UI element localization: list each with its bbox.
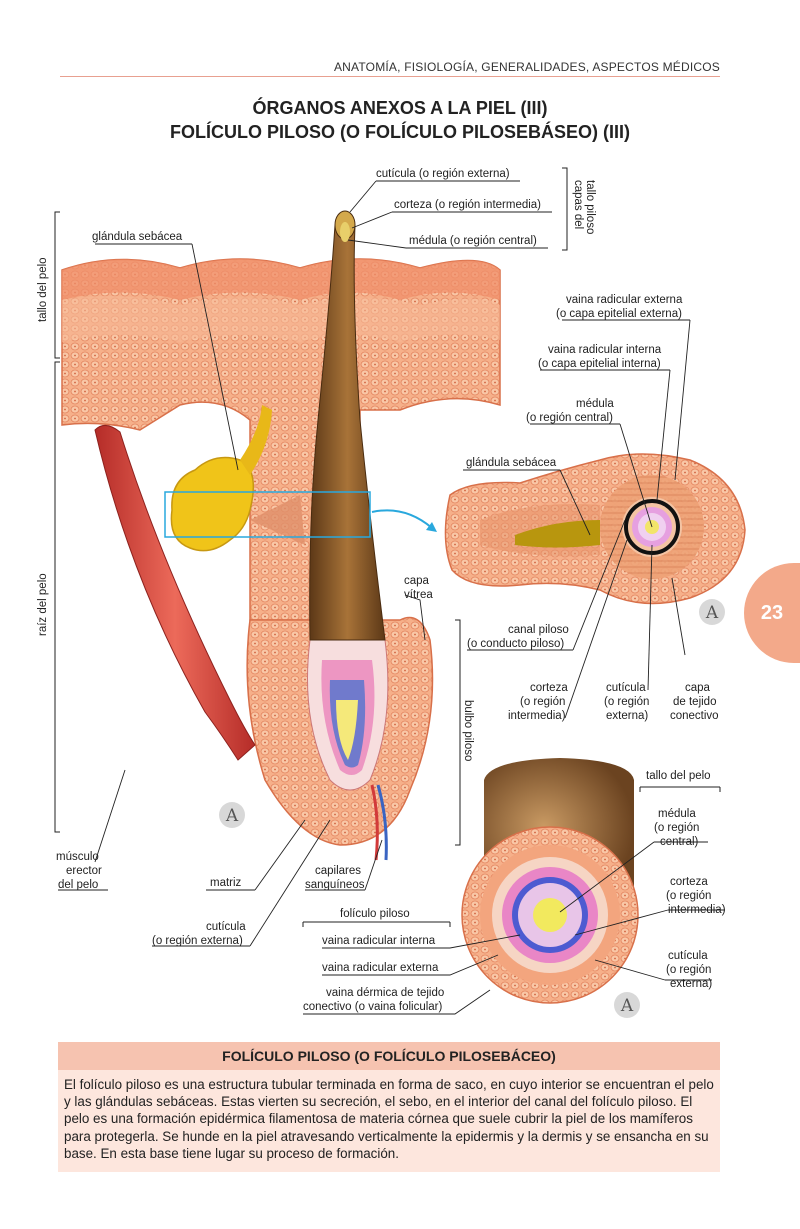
label-cuticula4-1: cutícula — [206, 921, 246, 933]
label-corteza2-3: intermedia) — [508, 710, 566, 722]
label-capa-tejido-1: capa — [685, 682, 711, 694]
label-cuticula2-2: (o región — [604, 696, 649, 708]
marker-a-1: A — [219, 802, 245, 828]
page-number: 23 — [760, 601, 784, 624]
zoom-highlight-box — [164, 491, 371, 538]
label-cuticula4-2: (o región externa) — [152, 935, 243, 947]
label-capa-vitrea-1: capa — [404, 575, 430, 587]
label-musculo-1: músculo — [56, 851, 99, 863]
label-medula-1: médula — [576, 398, 614, 410]
label-vaina-dermica-2: conectivo (o vaina folicular) — [303, 1001, 443, 1013]
label-medula3-3: central) — [660, 836, 699, 848]
label-glandula-sebacea: glándula sebácea — [92, 231, 183, 243]
hair-shaft-cross-section — [461, 758, 639, 1004]
label-capa-vitrea-2: vítrea — [404, 589, 433, 601]
info-box-title: FOLÍCULO PILOSO (O FOLÍCULO PILOSEBÁCEO) — [58, 1042, 720, 1070]
marker-a-1-text: A — [225, 806, 239, 826]
label-capa-tejido-2: de tejido — [673, 696, 716, 708]
label-vaina-interna-1: vaina radicular interna — [548, 344, 662, 356]
label-cuticula3-1: cutícula — [668, 950, 708, 962]
info-box: FOLÍCULO PILOSO (O FOLÍCULO PILOSEBÁCEO)… — [58, 1042, 720, 1172]
label-foliculo-piloso: folículo piloso — [340, 908, 410, 920]
info-box-text: El folículo piloso es una estructura tub… — [64, 1077, 714, 1161]
label-glandula-sebacea-2: glándula sebácea — [466, 457, 557, 469]
labels: cutícula (o región externa) corteza (o r… — [37, 168, 726, 1013]
label-capilares-1: capilares — [315, 865, 361, 877]
label-capas-tallo-1: capas del — [572, 180, 584, 229]
label-medula-central: médula (o región central) — [409, 235, 537, 247]
label-canal-piloso-1: canal piloso — [508, 624, 569, 636]
label-corteza-intermedia: corteza (o región intermedia) — [394, 199, 541, 211]
page-subtitle: FOLÍCULO PILOSO (O FOLÍCULO PILOSEBÁSEO)… — [170, 122, 630, 142]
label-cuticula3-2: (o región — [666, 964, 711, 976]
label-corteza2-1: corteza — [530, 682, 568, 694]
label-matriz: matriz — [210, 877, 242, 889]
marker-a-2-text: A — [705, 603, 719, 623]
label-capas-tallo-2: tallo piloso — [584, 180, 596, 234]
label-bulbo-piloso: bulbo piloso — [462, 700, 474, 761]
page-title: ÓRGANOS ANEXOS A LA PIEL (III) — [252, 98, 548, 118]
marker-a-2: A — [699, 599, 725, 625]
label-cuticula2-3: externa) — [606, 710, 648, 722]
running-header: ANATOMÍA, FISIOLOGÍA, GENERALIDADES, ASP… — [60, 58, 720, 77]
label-capa-tejido-3: conectivo — [670, 710, 719, 722]
leader-lines — [58, 180, 725, 1015]
label-cuticula-externa: cutícula (o región externa) — [376, 168, 510, 180]
label-corteza3-1: corteza — [670, 876, 708, 888]
label-canal-piloso-2: (o conducto piloso) — [467, 638, 564, 650]
label-tallo-del-pelo: tallo del pelo — [37, 257, 49, 322]
label-corteza2-2: (o región — [520, 696, 565, 708]
label-musculo-3: del pelo — [58, 879, 98, 891]
label-vaina-radicular-interna: vaina radicular interna — [322, 935, 436, 947]
label-cuticula3-3: externa) — [670, 978, 712, 990]
label-cuticula2-1: cutícula — [606, 682, 646, 694]
follicle-cross-section — [444, 453, 746, 605]
zoom-arrow — [371, 509, 433, 529]
label-raiz-del-pelo: raíz del pelo — [37, 573, 49, 636]
header-text: ANATOMÍA, FISIOLOGÍA, GENERALIDADES, ASP… — [333, 60, 720, 74]
label-corteza3-2: (o región — [666, 890, 711, 902]
marker-a-3-text: A — [620, 996, 634, 1016]
label-corteza3-3: intermedia) — [668, 904, 726, 916]
label-vaina-dermica-1: vaina dérmica de tejido — [326, 987, 444, 999]
brackets — [54, 167, 721, 927]
label-medula-2: (o región central) — [526, 412, 613, 424]
label-vaina-radicular-externa: vaina radicular externa — [322, 962, 439, 974]
marker-a-3: A — [614, 992, 640, 1018]
label-medula3-1: médula — [658, 808, 696, 820]
label-medula3-2: (o región — [654, 822, 699, 834]
label-capilares-2: sanguíneos — [305, 879, 365, 891]
skin-section — [61, 210, 501, 861]
label-tallo-del-pelo-2: tallo del pelo — [646, 770, 711, 782]
label-vaina-interna-2: (o capa epitelial interna) — [538, 358, 661, 370]
label-musculo-2: erector — [66, 865, 102, 877]
label-vaina-externa-2: (o capa epitelial externa) — [556, 308, 682, 320]
label-vaina-externa-1: vaina radicular externa — [566, 294, 683, 306]
